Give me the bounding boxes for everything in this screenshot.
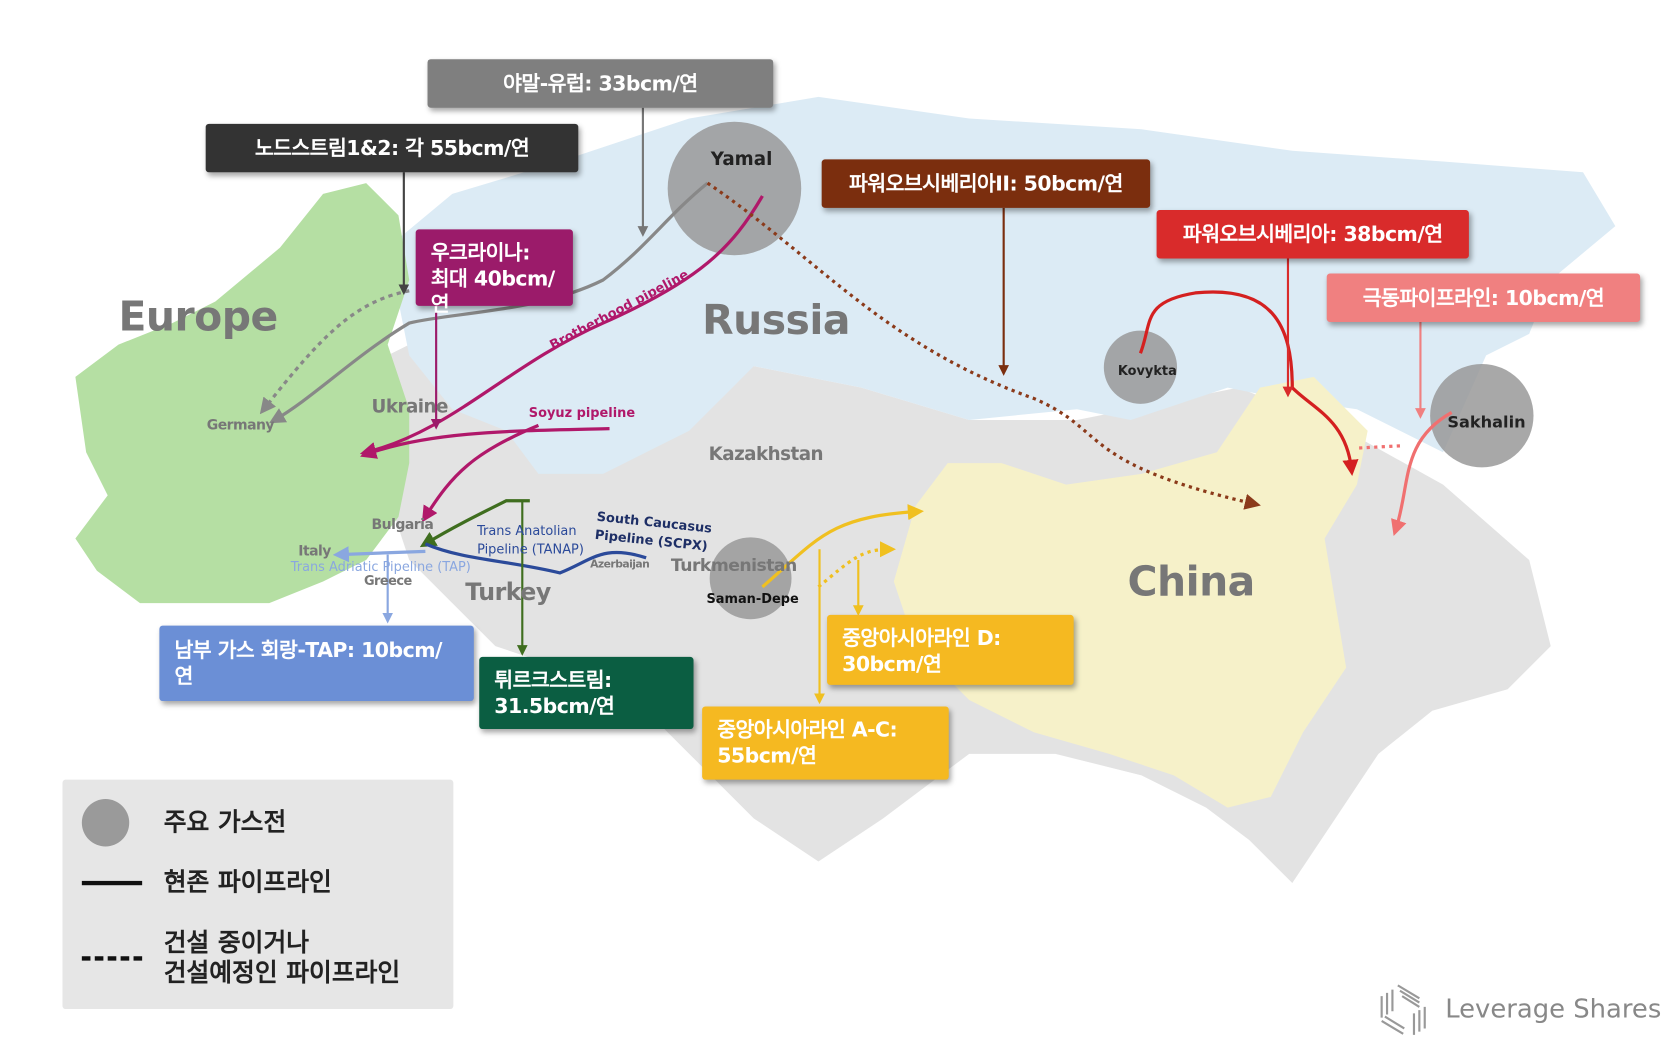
field-label-saman-depe: Saman-Depe: [706, 591, 799, 607]
country-turkey: Turkey: [465, 579, 551, 607]
pipeline-turkstream: [419, 499, 530, 548]
gas-field-sakhalin: [1430, 363, 1534, 468]
brand-logo: Leverage Shares: [1376, 980, 1661, 1038]
pipeline-label-tap: Trans Adriatic Pipeline (TAP): [290, 558, 471, 574]
brand-name: Leverage Shares: [1445, 993, 1662, 1025]
pipeline-label-tanap: Trans Anatolian Pipeline (TANAP): [477, 523, 584, 557]
pipeline-soyuz: [360, 426, 610, 459]
legend: 주요 가스전 현존 파이프라인 건설 중이거나 건설예정인 파이프라인: [62, 779, 454, 1010]
country-greece: Greece: [363, 572, 412, 588]
field-label-sakhalin: Sakhalin: [1447, 412, 1526, 432]
pipeline-nord-stream: [259, 289, 410, 415]
pipeline-tanap: [424, 542, 647, 575]
pipeline-power-of-siberia: [1138, 290, 1359, 476]
legend-existing-pipeline: 현존 파이프라인: [163, 869, 332, 898]
field-label-yamal: Yamal: [710, 148, 773, 171]
country-kazakhstan: Kazakhstan: [708, 443, 824, 466]
region-china: China: [1127, 557, 1256, 606]
region-russia: Russia: [702, 296, 850, 344]
pipeline-yamal-europe: [269, 181, 709, 424]
pipeline-power-of-siberia-2: [706, 181, 1261, 510]
land-china: [893, 376, 1368, 808]
dotted-line-legend-icon: [81, 956, 143, 961]
legend-gas-field: 주요 가스전: [163, 808, 287, 837]
gas-field-saman-depe: [709, 537, 792, 620]
gas-field-legend-icon: [81, 799, 130, 847]
callout-ukraine: 우크라이나: 최대 40bcm/연: [415, 229, 573, 317]
callout-southern-corridor-tap: 남부 가스 회랑-TAP: 10bcm/연: [159, 625, 474, 702]
country-ukraine: Ukraine: [371, 396, 449, 418]
pipeline-far-east: [1391, 411, 1453, 536]
pipeline-central-asia-d: [817, 541, 896, 589]
callout-nord-stream: 노드스트림1&2: 각 55bcm/연: [205, 123, 579, 173]
callout-central-asia-d: 중앙아시아라인 D: 30bcm/연: [827, 614, 1074, 685]
callout-power-of-siberia-2: 파워오브시베리아II: 50bcm/연: [821, 159, 1151, 208]
country-germany: Germany: [206, 417, 275, 434]
pipeline-label-soyuz: Soyuz pipeline: [528, 404, 636, 420]
callout-far-east: 극동파이프라인: 10bcm/연: [1326, 273, 1641, 322]
country-italy: Italy: [298, 543, 331, 560]
legend-planned-pipeline: 건설 중이거나 건설예정인 파이프라인: [163, 929, 401, 988]
pipeline-central-asia-ac: [761, 504, 924, 589]
callout-yamal-europe: 야말-유럽: 33bcm/연: [427, 59, 774, 108]
callout-turkstream: 튀르크스트림: 31.5bcm/연: [479, 656, 694, 730]
leader-lines: [382, 107, 1426, 705]
leverage-shares-logo-icon: [1380, 984, 1426, 1035]
callout-power-of-siberia: 파워오브시베리아: 38bcm/연: [1156, 209, 1469, 259]
pipeline-tap: [332, 546, 426, 563]
gas-field-kovykta: [1103, 330, 1178, 404]
country-azerbaijan: Azerbaijan: [590, 558, 650, 571]
land-europe: [75, 183, 410, 604]
field-label-kovykta: Kovykta: [1117, 362, 1177, 378]
country-bulgaria: Bulgaria: [371, 516, 434, 534]
country-turkmenistan: Turkmenistan: [670, 554, 797, 576]
gas-field-yamal: [667, 121, 802, 256]
callout-central-asia-ac: 중앙아시아라인 A-C: 55bcm/연: [702, 706, 949, 780]
solid-line-legend-icon: [81, 880, 143, 886]
region-europe: Europe: [118, 292, 278, 341]
pipeline-ukraine-south: [421, 423, 540, 523]
